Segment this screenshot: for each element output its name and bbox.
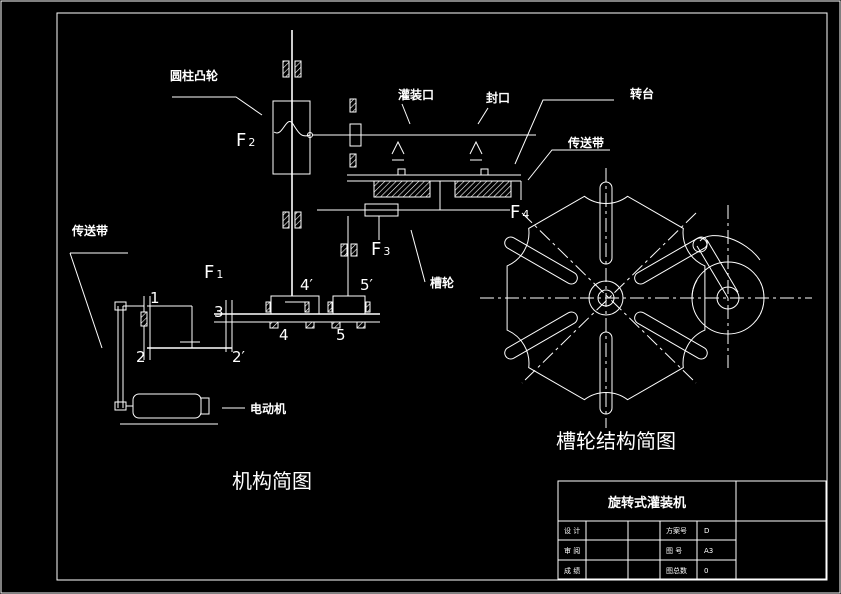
- title-block-design: 设 计: [564, 526, 580, 535]
- geneva-title: 槽轮结构简图: [556, 429, 676, 453]
- title-block-scheme-no: 方案号: [666, 526, 687, 535]
- mechanism-schematic: [69, 30, 614, 425]
- title-block-scheme-val: D: [704, 527, 709, 535]
- geneva-hub: [364, 203, 399, 217]
- geneva-wheel-drawing: [480, 168, 812, 428]
- sealing-label: 封口: [486, 90, 510, 105]
- conveyor-top-label: 传送带: [567, 135, 604, 150]
- gear-label-1: 1: [150, 289, 160, 307]
- title-block-grade: 成 绩: [564, 566, 580, 575]
- geneva-slot: [634, 311, 708, 360]
- turntable-block: [373, 180, 431, 198]
- gear-label-3: 3: [214, 303, 224, 321]
- cylinder-cam-label: 圆柱凸轮: [170, 68, 219, 83]
- mechanism-title: 机构简图: [232, 469, 312, 493]
- geneva-slot: [634, 236, 708, 285]
- filling-port-label: 灌装口: [397, 87, 434, 102]
- gear-label-5-prime: 5′: [360, 276, 374, 294]
- turntable-block: [454, 180, 512, 198]
- title-block: [557, 480, 827, 580]
- gear-label-4: 4: [279, 326, 289, 344]
- conveyor-left-label: 传送带: [71, 223, 108, 238]
- title-block-total-val: 0: [704, 567, 708, 575]
- bearing: [294, 60, 302, 78]
- follower-slider: [349, 123, 362, 147]
- motor-label: 电动机: [250, 401, 286, 416]
- filling-nozzle: [391, 140, 405, 155]
- gear-4-prime: [270, 295, 320, 315]
- geneva-hub-circle: [588, 280, 624, 316]
- geneva-slot: [504, 311, 578, 360]
- turntable-label: 转台: [630, 86, 654, 101]
- title-block-drawing-no: 图 号: [666, 547, 682, 555]
- geneva-wheel-label: 槽轮: [430, 275, 455, 290]
- gear-label-2-prime: 2′: [232, 348, 246, 366]
- title-block-drawing-val: A3: [704, 547, 713, 555]
- gear-5-prime: [332, 295, 366, 315]
- title-block-review: 审 阅: [564, 546, 580, 555]
- gear-label-5: 5: [336, 326, 346, 344]
- bearing: [294, 211, 302, 229]
- gear-label-2: 2: [136, 348, 146, 366]
- bearing: [282, 211, 290, 229]
- geneva-slot: [504, 236, 578, 285]
- motor-body: [132, 393, 202, 419]
- bearing: [282, 60, 290, 78]
- geneva-wheel-outline: [506, 195, 706, 401]
- title-block-name: 旋转式灌装机: [607, 495, 686, 511]
- gear-label-4-prime: 4′: [300, 276, 314, 294]
- inner-frame: [56, 12, 828, 581]
- title-block-total-sheets: 图总数: [666, 566, 687, 575]
- sealing-head: [469, 140, 483, 155]
